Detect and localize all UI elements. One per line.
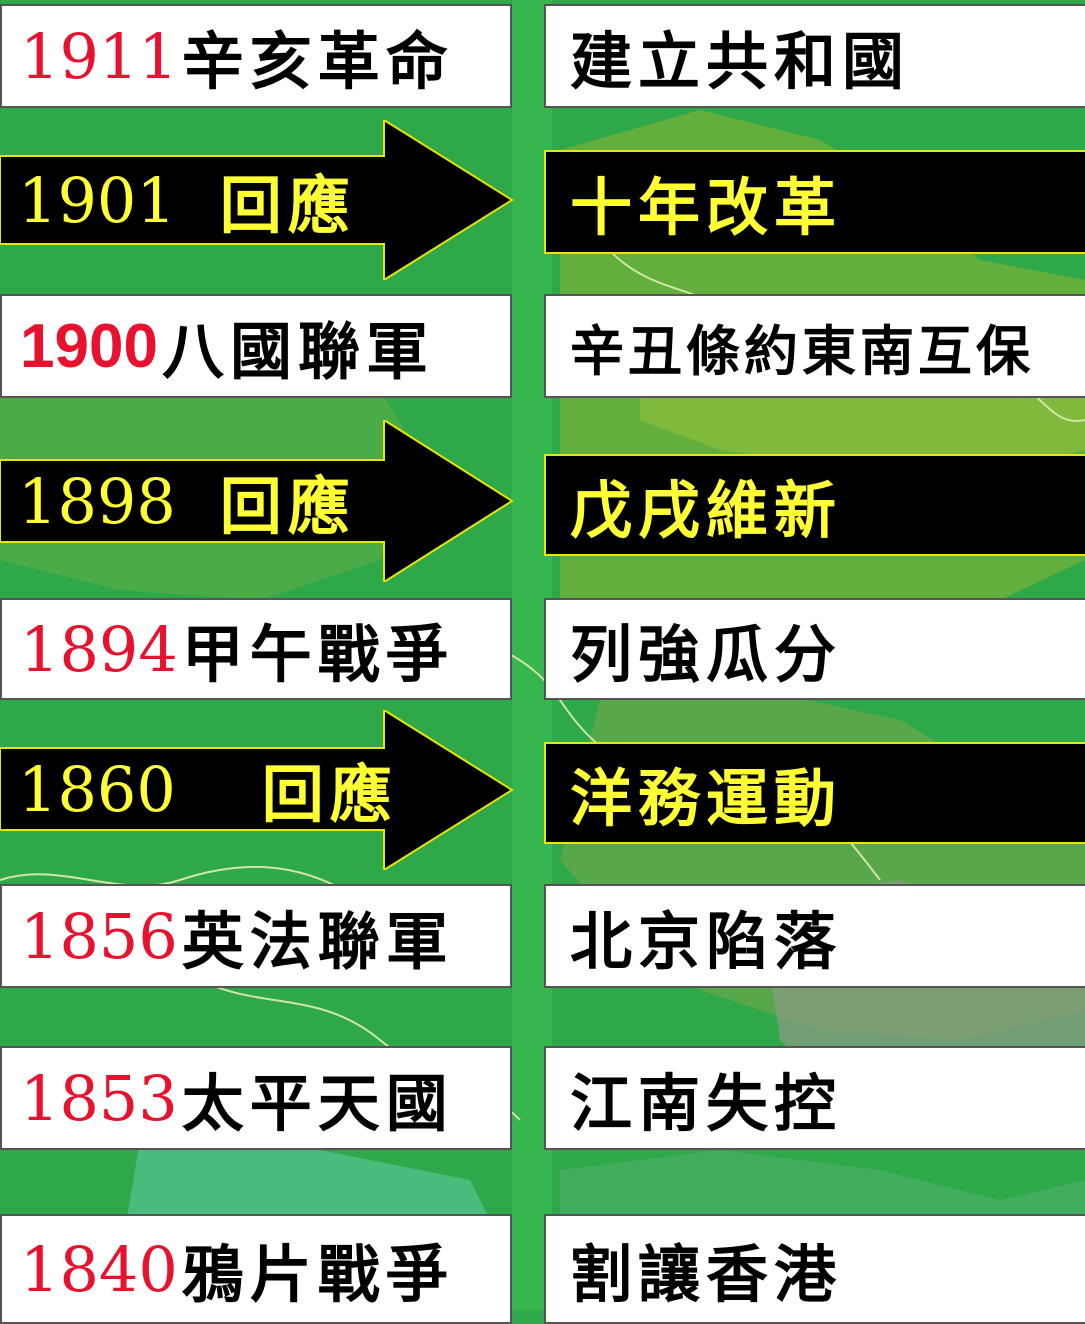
- result-text: 北京陷落: [570, 905, 843, 978]
- event-box-1853: 1853 太平天國: [0, 1046, 512, 1150]
- result-box-1856: 北京陷落: [544, 884, 1085, 988]
- event-name: 甲午戰爭: [181, 618, 454, 691]
- event-box-1911: 1911 辛亥革命: [0, 4, 512, 108]
- result-box-1900: 辛丑條約東南互保: [544, 294, 1085, 398]
- event-box-1856: 1856 英法聯軍: [0, 884, 512, 988]
- result-box-1911: 建立共和國: [544, 4, 1085, 108]
- response-label: 回應: [261, 758, 398, 831]
- result-text: 割讓香港: [570, 1238, 843, 1311]
- response-arrow-1901: 1901 回應: [0, 120, 515, 280]
- event-name: 辛亥革命: [181, 25, 454, 98]
- result-text: 辛丑條約東南互保: [570, 318, 1034, 383]
- event-year: 1856: [20, 899, 178, 973]
- event-name: 英法聯軍: [181, 905, 454, 978]
- event-name: 太平天國: [181, 1067, 454, 1140]
- response-label: 回應: [219, 169, 356, 242]
- result-box-1853: 江南失控: [544, 1046, 1085, 1150]
- event-year: 1894: [20, 612, 178, 686]
- reform-text: 戊戌維新: [570, 474, 843, 547]
- reform-box-1898: 戊戌維新: [544, 454, 1085, 556]
- reform-box-1901: 十年改革: [544, 150, 1085, 254]
- result-text: 江南失控: [570, 1067, 843, 1140]
- response-year: 1901: [18, 163, 176, 237]
- response-arrow-1860: 1860 回應: [0, 710, 515, 870]
- event-year: 1840: [20, 1232, 178, 1306]
- reform-box-1860: 洋務運動: [544, 742, 1085, 844]
- response-year: 1860: [18, 752, 176, 826]
- result-text: 列強瓜分: [570, 618, 843, 691]
- event-box-1840: 1840 鴉片戰爭: [0, 1214, 512, 1324]
- event-year: 1900: [20, 311, 158, 381]
- event-box-1894: 1894 甲午戰爭: [0, 598, 512, 700]
- event-name: 鴉片戰爭: [181, 1238, 454, 1311]
- result-text: 建立共和國: [570, 25, 911, 98]
- response-label: 回應: [219, 470, 356, 543]
- reform-text: 十年改革: [570, 171, 843, 244]
- response-year: 1898: [18, 464, 176, 538]
- event-year: 1853: [20, 1061, 178, 1135]
- result-box-1840: 割讓香港: [544, 1214, 1085, 1324]
- result-box-1894: 列強瓜分: [544, 598, 1085, 700]
- event-year: 1911: [20, 19, 178, 93]
- response-arrow-1898: 1898 回應: [0, 420, 515, 582]
- event-name: 八國聯軍: [161, 315, 434, 388]
- reform-text: 洋務運動: [570, 762, 843, 835]
- event-box-1900: 1900 八國聯軍: [0, 294, 512, 398]
